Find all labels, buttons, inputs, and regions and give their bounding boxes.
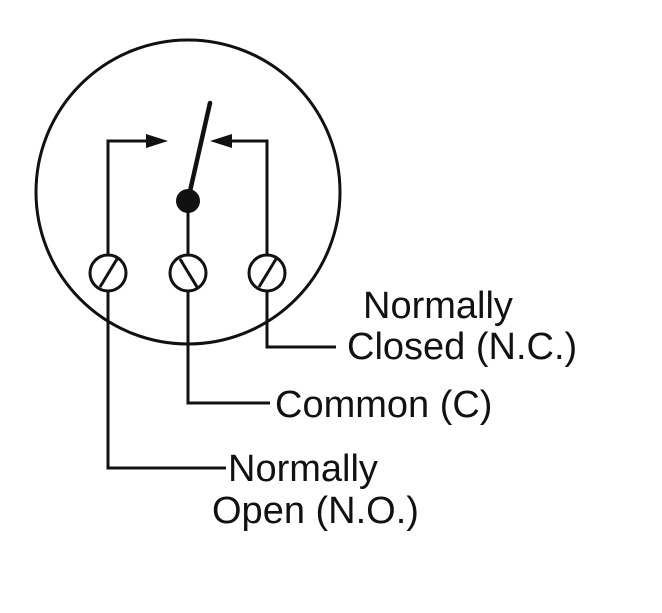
common-lead-wire xyxy=(186,291,270,405)
terminal-common-screw xyxy=(168,253,208,293)
terminal-no-screw xyxy=(88,253,128,293)
terminal-nc-screw xyxy=(247,253,287,293)
nc-label-line2: Closed (N.C.) xyxy=(347,326,577,368)
no-contact-bracket xyxy=(106,139,150,257)
nc-label-line1: Normally xyxy=(363,285,513,327)
nc-lead-wire xyxy=(265,291,336,349)
no-lead-wire xyxy=(106,291,226,470)
common-label: Common (C) xyxy=(275,384,492,426)
no-label-line1: Normally xyxy=(228,448,378,490)
switch-lever xyxy=(185,100,213,203)
nc-arrowhead xyxy=(210,134,232,148)
no-arrowhead xyxy=(146,134,168,148)
no-label-line2: Open (N.O.) xyxy=(212,490,419,532)
nc-contact-bracket xyxy=(228,139,269,257)
